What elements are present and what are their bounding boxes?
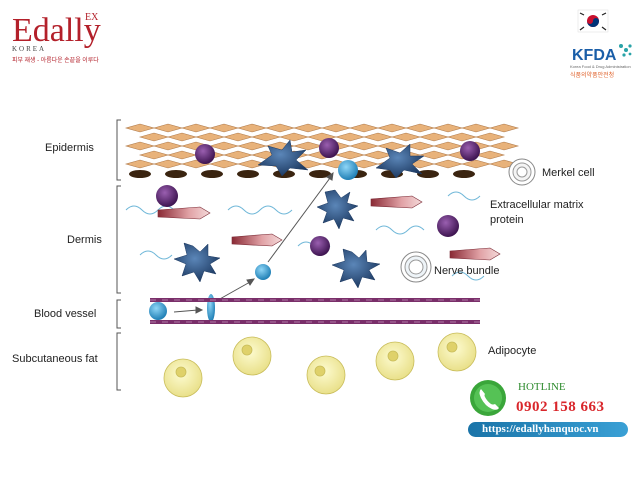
keratinocyte-cell [208, 123, 240, 133]
website-bar[interactable] [468, 422, 628, 437]
label-nerve-bundle: Nerve bundle [434, 265, 499, 277]
keratinocyte-cell [124, 159, 156, 169]
keratinocyte-cell [432, 141, 464, 151]
label-epidermis: Epidermis [45, 142, 94, 154]
website-link[interactable]: https://edallyhanquoc.vn [482, 423, 599, 435]
melanocyte-cells [257, 139, 425, 179]
keratinocyte-cell [488, 123, 520, 133]
adipocyte-cells [163, 332, 477, 398]
kfda-subtitle: Korea Food & Drug Administration [570, 64, 631, 69]
blood-vessel [150, 298, 480, 324]
keratinocyte-cell [166, 150, 198, 160]
keratinocyte-cell [404, 123, 436, 133]
basal-cell [453, 170, 475, 178]
keratinocyte-cell [362, 132, 394, 142]
keratinocyte-cell [432, 159, 464, 169]
label-merkel-cell: Merkel cell [542, 167, 595, 179]
keratinocyte-cell [348, 141, 380, 151]
keratinocyte-cell [390, 132, 422, 142]
basal-cell [417, 170, 439, 178]
keratinocyte-cell [278, 132, 310, 142]
keratinocyte-cell [152, 123, 184, 133]
basal-cell [129, 170, 151, 178]
keratinocyte-cell [292, 141, 324, 151]
nerve-bundle-icon [400, 251, 432, 283]
basal-cell [237, 170, 259, 178]
keratinocyte-cell [236, 123, 268, 133]
kfda-logo-icon: KFDA [572, 44, 632, 64]
basal-cell [309, 170, 331, 178]
label-subcutaneous-fat: Subcutaneous fat [12, 353, 98, 365]
epidermis-purple-cells [195, 138, 480, 164]
keratinocyte-cell [208, 159, 240, 169]
dermis-purple-cells [156, 185, 459, 256]
label-adipocyte: Adipocyte [488, 345, 536, 357]
keratinocyte-cell [334, 132, 366, 142]
migration-arrows [173, 171, 334, 314]
keratinocyte-cell [250, 132, 282, 142]
keratinocyte-cell [418, 132, 450, 142]
keratinocyte-cell [348, 123, 380, 133]
keratinocyte-cell [222, 150, 254, 160]
keratinocyte-cell [488, 141, 520, 151]
keratinocyte-cell [418, 150, 450, 160]
svg-text:KFDA: KFDA [572, 47, 617, 64]
keratinocyte-cell [334, 150, 366, 160]
south-korea-flag-icon [577, 9, 609, 33]
basal-cell [165, 170, 187, 178]
basal-cell [201, 170, 223, 178]
keratinocyte-cell [124, 123, 156, 133]
basal-cells [129, 170, 475, 178]
kfda-korean-name: 식품의약품안전청 [570, 73, 615, 79]
keratinocyte-cell [376, 141, 408, 151]
keratinocyte-cell [124, 141, 156, 151]
label-ecm-line2: protein [490, 214, 524, 226]
keratinocyte-cell [138, 132, 170, 142]
keratinocyte-cell [152, 159, 184, 169]
epidermis-keratinocytes [124, 123, 520, 169]
keratinocyte-cell [208, 141, 240, 151]
keratinocyte-cell [138, 150, 170, 160]
keratinocyte-cell [474, 150, 506, 160]
keratinocyte-cell [152, 141, 184, 151]
keratinocyte-cell [432, 123, 464, 133]
brand-superscript: EX [85, 12, 99, 23]
keratinocyte-cell [320, 123, 352, 133]
hotline-number[interactable]: 0902 158 663 [516, 399, 605, 415]
keratinocyte-cell [180, 123, 212, 133]
keratinocyte-cell [222, 132, 254, 142]
layer-brackets [116, 119, 121, 391]
merkel-cell-icon [508, 158, 536, 186]
dermal-stellate-cells [173, 189, 381, 289]
keratinocyte-cell [474, 132, 506, 142]
keratinocyte-cell [292, 123, 324, 133]
keratinocyte-cell [236, 141, 268, 151]
label-dermis: Dermis [67, 234, 102, 246]
label-ecm-line1: Extracellular matrix [490, 199, 584, 211]
brand-name: Edally [12, 12, 101, 49]
keratinocyte-cell [194, 132, 226, 142]
keratinocyte-cell [446, 132, 478, 142]
brand-slogan: 피부 재생 - 아름다운 손끝을 이루다 [12, 58, 99, 64]
keratinocyte-cell [376, 123, 408, 133]
label-blood-vessel: Blood vessel [34, 308, 96, 320]
phone-icon[interactable] [470, 380, 506, 416]
keratinocyte-cell [166, 132, 198, 142]
fibroblast-cells [157, 195, 501, 261]
brand-country: KOREA [12, 45, 47, 53]
keratinocyte-cell [264, 123, 296, 133]
keratinocyte-cell [460, 159, 492, 169]
hotline-label: HOTLINE [518, 381, 566, 393]
keratinocyte-cell [460, 123, 492, 133]
